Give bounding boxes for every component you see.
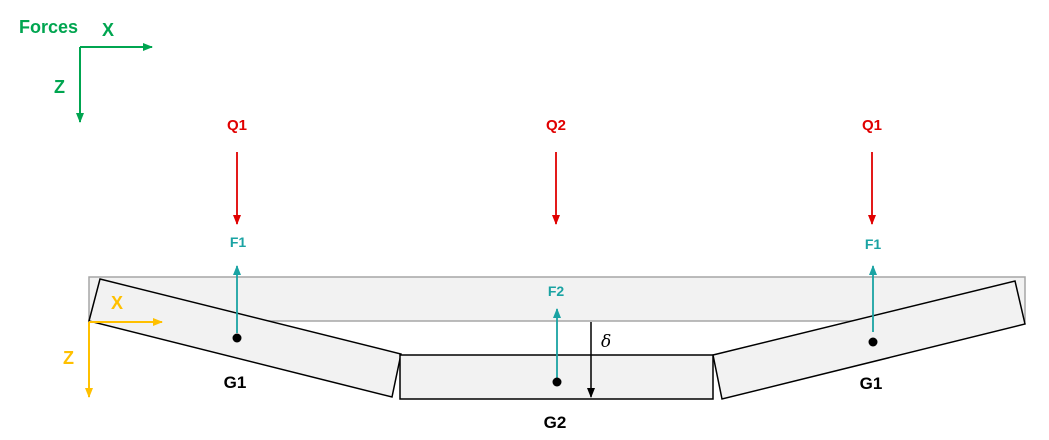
cg-point-g2 bbox=[552, 377, 562, 387]
global-axes: Forces X Z bbox=[19, 17, 153, 123]
local-z-label: Z bbox=[63, 348, 74, 368]
reaction-label-f1-right: F1 bbox=[865, 236, 882, 252]
body-label-g1-right: G1 bbox=[860, 374, 883, 393]
load-label-q2: Q2 bbox=[546, 117, 566, 134]
local-x-label: X bbox=[111, 293, 123, 313]
centers-of-gravity: G1 G2 G1 bbox=[224, 333, 883, 432]
deflection-symbol: δ bbox=[601, 332, 611, 352]
reaction-label-f1-left: F1 bbox=[230, 234, 247, 250]
body-label-g1-left: G1 bbox=[224, 373, 247, 392]
segment-g1-left bbox=[88, 278, 402, 398]
global-axes-title: Forces bbox=[19, 17, 78, 37]
load-label-q1-right: Q1 bbox=[862, 117, 882, 134]
global-x-label: X bbox=[102, 20, 114, 40]
cg-point-g1-right bbox=[868, 337, 878, 347]
global-z-label: Z bbox=[54, 77, 65, 97]
cg-point-g1-left bbox=[232, 333, 242, 343]
load-label-q1-left: Q1 bbox=[227, 117, 247, 134]
reaction-label-f2: F2 bbox=[548, 283, 565, 299]
load-arrows: Q1 Q2 Q1 bbox=[227, 117, 882, 225]
body-label-g2: G2 bbox=[544, 413, 567, 432]
deflection-marker: δ bbox=[587, 322, 611, 398]
reaction-arrows: F1 F2 F1 bbox=[230, 234, 882, 378]
local-axes: X Z bbox=[63, 293, 163, 398]
